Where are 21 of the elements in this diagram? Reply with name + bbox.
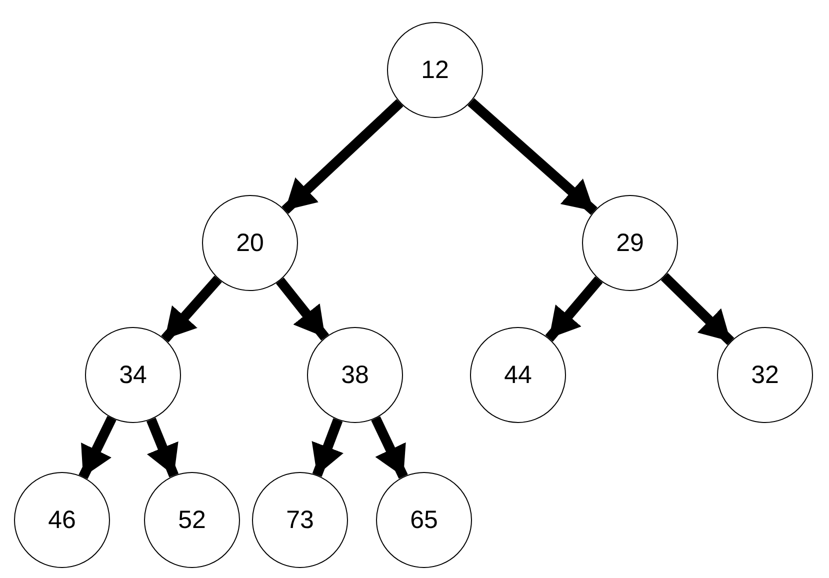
arrow — [161, 276, 222, 342]
arrow — [78, 416, 116, 480]
arrow — [660, 272, 734, 346]
node-value: 73 — [286, 506, 314, 534]
arrow — [371, 416, 408, 479]
arrow — [146, 418, 179, 478]
node-value: 29 — [616, 228, 644, 258]
node-value: 65 — [410, 506, 438, 534]
arrow — [282, 99, 404, 214]
node-value: 34 — [119, 360, 147, 390]
node-value: 32 — [751, 360, 779, 390]
node-value: 12 — [421, 56, 449, 84]
node-value: 52 — [178, 506, 206, 534]
node-value: 44 — [504, 360, 532, 390]
arrow — [545, 276, 603, 342]
arrow — [312, 418, 344, 477]
node-value: 20 — [236, 228, 264, 258]
arrow — [468, 98, 598, 215]
node-value: 38 — [341, 360, 369, 390]
node-value: 46 — [48, 506, 76, 534]
arrow — [276, 277, 330, 341]
